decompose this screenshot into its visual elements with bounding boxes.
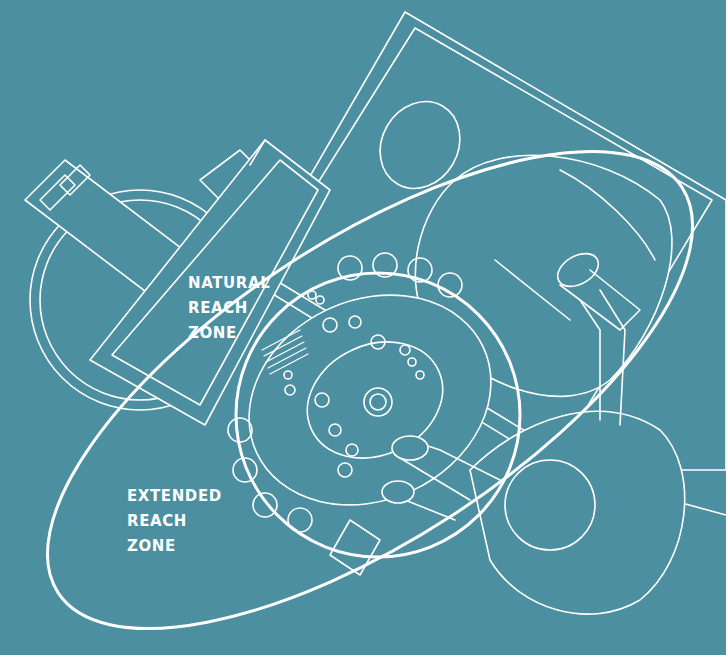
zone-label: NATURAL REACH ZONE xyxy=(188,271,270,346)
reach-zone-circle: NATURAL REACH ZONE xyxy=(180,268,525,563)
patient xyxy=(365,87,672,396)
zone-label: EXTENDED REACH ZONE xyxy=(127,484,222,559)
control-console xyxy=(214,253,525,575)
operator xyxy=(382,290,685,614)
zone-boundary xyxy=(236,273,520,557)
zone-boundary xyxy=(0,62,726,655)
